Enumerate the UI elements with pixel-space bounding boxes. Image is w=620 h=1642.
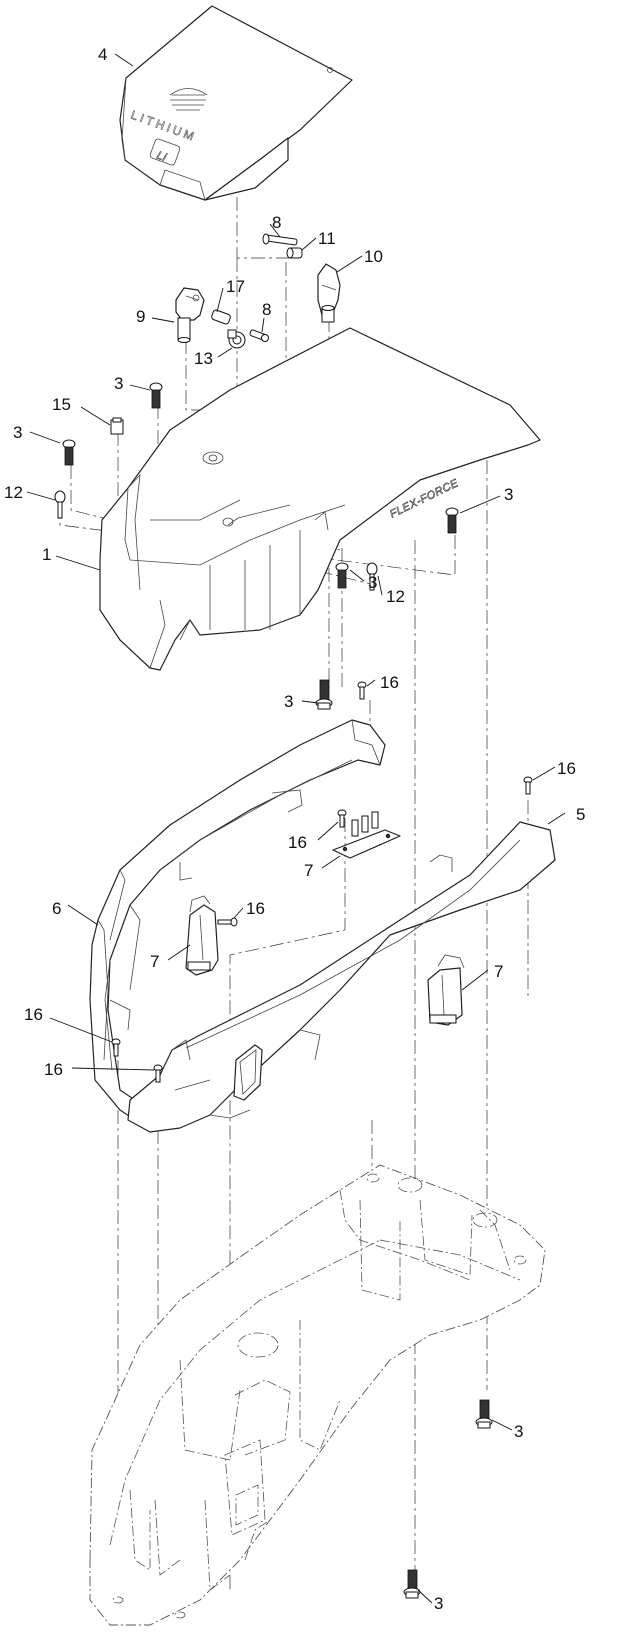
screw-part-3-g [403,1569,421,1599]
battery-cover-li-logo: Li [155,150,168,165]
screw-part-3-d [335,562,349,589]
latch-part-10 [317,263,341,323]
bushing-part-11 [286,247,303,259]
callout-part-11: 11 [318,229,336,248]
small-screw-part-16-d [217,917,238,927]
hinge-part-9 [175,287,205,343]
callout-labels: 4 8 11 10 17 9 8 13 3 15 3 12 3 1 3 12 3… [4,45,585,1613]
push-pin-part-12-a [54,490,66,519]
bumper-part-13 [227,329,246,349]
side-panel-part-5 [127,821,556,1133]
callout-part-15: 15 [52,395,71,414]
small-screw-part-16-b [523,776,533,795]
callout-part-3-c: 3 [504,485,513,504]
small-screw-part-16-f [153,1064,163,1083]
callout-part-12-a: 12 [4,483,23,502]
callout-part-10: 10 [364,247,383,266]
screw-part-3-c [445,507,459,534]
callout-part-16-f: 16 [44,1060,63,1079]
callout-part-7-right: 7 [494,962,503,981]
pin-part-8-lower [249,329,269,342]
callout-part-8: 8 [272,213,281,232]
callout-part-3-e: 3 [284,692,293,711]
pin-part-8-upper [262,233,298,246]
bracket-part-7-right [427,954,465,1026]
callout-part-12-b: 12 [386,587,405,606]
small-screw-part-16-c [337,809,347,828]
callout-part-13: 13 [194,349,213,368]
callout-part-16-d: 16 [246,899,265,918]
callout-part-6: 6 [52,899,61,918]
callout-part-3-b: 3 [13,423,22,442]
callout-part-3-g: 3 [434,1594,443,1613]
callout-part-5: 5 [576,805,585,824]
callout-part-3-f: 3 [514,1422,523,1441]
screw-part-3-a [149,382,163,409]
bracket-part-7-left [185,895,219,976]
callout-part-17: 17 [226,277,245,296]
callout-part-7-left: 7 [150,952,159,971]
callout-part-1: 1 [42,545,51,564]
callout-part-4: 4 [98,45,107,64]
screw-part-3-b [62,439,76,466]
callout-part-16-c: 16 [288,833,307,852]
battery-cover-part-4: LITHIUM Li [119,5,353,201]
push-pin-part-12-b [366,562,378,591]
callout-part-3-a: 3 [114,374,123,393]
callout-part-16-b: 16 [557,759,576,778]
battery-logo-icon [169,88,208,111]
chassis-base-phantom [89,1164,546,1626]
callout-part-16-e: 16 [24,1005,43,1024]
circuit-board-part-7 [332,811,401,859]
callout-part-16-a: 16 [380,673,399,692]
bushing-part-17 [211,309,231,325]
screw-part-3-f [475,1399,493,1429]
small-screw-part-16-e [111,1038,121,1057]
callout-part-3-d: 3 [368,573,377,592]
screw-part-3-e [315,679,333,710]
leader-lines [26,53,566,1604]
hood-part-1: FLEX-FORCE [99,327,541,671]
callout-part-8-lower: 8 [262,300,271,319]
clip-part-15 [110,417,124,435]
callout-part-7-board: 7 [304,861,313,880]
small-screw-part-16-a [357,681,367,700]
callout-part-9: 9 [136,307,145,326]
